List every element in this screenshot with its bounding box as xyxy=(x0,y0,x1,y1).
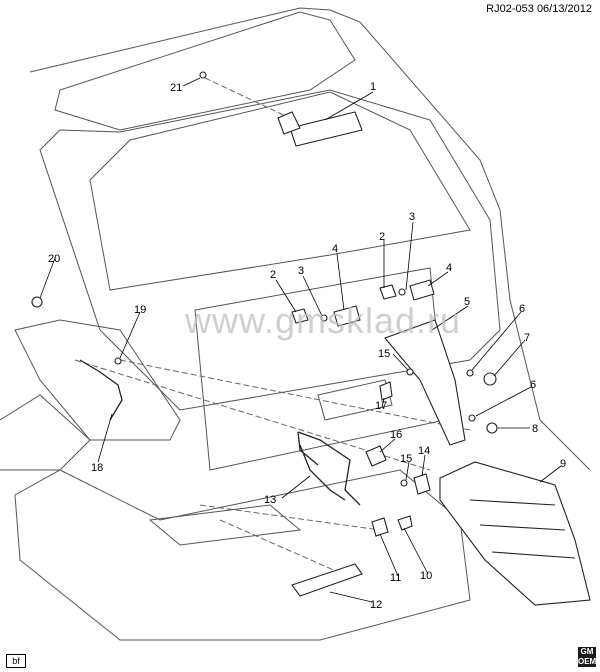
callout-4: 4 xyxy=(446,262,452,274)
callout-13: 13 xyxy=(264,494,276,506)
nut-8 xyxy=(486,422,498,434)
bulb-10 xyxy=(397,515,413,531)
callout-11: 11 xyxy=(390,572,401,584)
bolt-21 xyxy=(199,71,207,79)
liftgate-outline xyxy=(39,89,501,411)
left-body-side xyxy=(0,394,91,471)
callout-3: 3 xyxy=(409,211,415,223)
callout-7: 7 xyxy=(524,332,530,344)
screw-6b xyxy=(468,414,476,422)
callout-4: 4 xyxy=(332,243,338,255)
screw-15a xyxy=(406,368,414,376)
spoiler-outline xyxy=(54,11,356,131)
hmsl-connector xyxy=(277,111,301,135)
screw-15b xyxy=(400,479,408,487)
wiring-harness-18 xyxy=(79,359,123,421)
gm-logo: GM OEM xyxy=(578,647,596,667)
callout-21: 21 xyxy=(170,82,182,94)
cap-7 xyxy=(483,372,497,386)
callout-16: 16 xyxy=(390,429,402,441)
license-lamp-right xyxy=(409,279,435,301)
callout-2: 2 xyxy=(379,231,385,243)
roof-outline xyxy=(29,7,591,471)
callout-5: 5 xyxy=(464,296,470,308)
connector-14 xyxy=(413,473,431,495)
bulb-socket-17 xyxy=(379,381,393,401)
callout-17: 17 xyxy=(375,400,387,412)
callout-8: 8 xyxy=(532,423,538,435)
license-lamp-left xyxy=(333,305,361,327)
drawing-id: RJ02-053 xyxy=(486,3,534,15)
bulb-11 xyxy=(371,517,389,537)
callout-3: 3 xyxy=(298,265,304,277)
screw-6a xyxy=(466,369,474,377)
callout-9: 9 xyxy=(560,458,566,470)
license-lamp-socket-left xyxy=(291,308,309,324)
callout-15: 15 xyxy=(378,348,390,360)
tail-lamp-9 xyxy=(439,461,591,606)
bumper-outline xyxy=(14,469,471,641)
callout-6: 6 xyxy=(530,379,536,391)
license-lamp-socket-right xyxy=(379,284,397,300)
callout-18: 18 xyxy=(91,462,103,474)
grommet-20 xyxy=(31,296,43,308)
leader-13 xyxy=(199,504,381,531)
bulb-3-right xyxy=(398,288,406,296)
callout-6: 6 xyxy=(519,303,525,315)
watermark: www.gmsklad.ru xyxy=(185,300,462,341)
corner-tag: bf xyxy=(6,654,26,668)
callout-20: 20 xyxy=(48,253,60,265)
callout-1: 1 xyxy=(370,81,376,93)
drawing-date: 06/13/2012 xyxy=(536,3,592,15)
callout-2: 2 xyxy=(270,269,276,281)
drawing-header: RJ02-053 06/13/2012 xyxy=(486,3,592,15)
callout-19: 19 xyxy=(134,304,146,316)
rear-glass xyxy=(89,91,471,291)
bulb-3-left xyxy=(320,314,328,322)
bumper-inner xyxy=(148,504,302,546)
callout-14: 14 xyxy=(418,445,430,457)
fastener-19 xyxy=(114,357,122,365)
tail-lamp-lens-band xyxy=(469,499,576,559)
high-mount-stop-lamp xyxy=(289,111,363,147)
leader-12 xyxy=(219,519,346,576)
reflector-12 xyxy=(291,563,363,597)
leader-19 xyxy=(119,359,471,431)
callout-15: 15 xyxy=(400,453,412,465)
liftgate-handle xyxy=(317,379,393,421)
leader-21 xyxy=(204,77,291,119)
callout-10: 10 xyxy=(420,570,432,582)
left-lamp-housing xyxy=(14,319,181,441)
wiring-harness-13 xyxy=(297,431,361,506)
logo-line-1: GM xyxy=(580,647,594,656)
callout-12: 12 xyxy=(370,599,382,611)
lamp-bracket-5 xyxy=(384,319,466,446)
logo-line-2: OEM xyxy=(578,657,597,666)
